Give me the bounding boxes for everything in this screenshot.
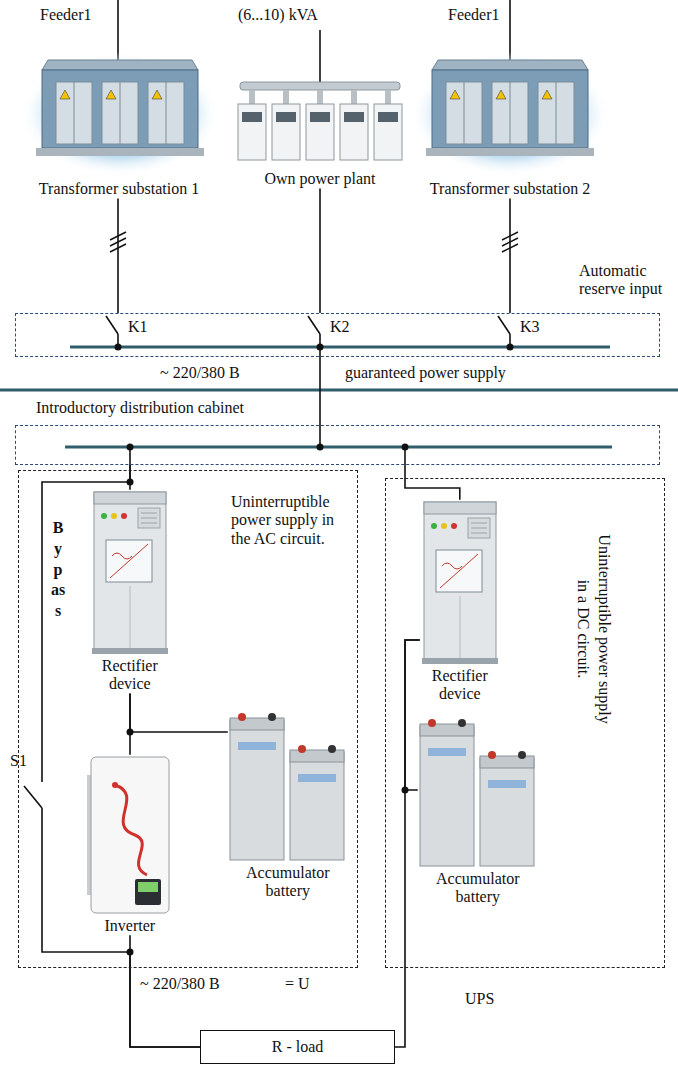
wire-connector [319,188,321,313]
device-caption: Rectifier device [90,657,170,694]
load-box: R - load [200,1030,395,1064]
inverter-picture [87,757,169,913]
device-caption: Accumulator battery [418,870,538,907]
rectifier-picture [422,502,498,664]
box-label: R - load [272,1038,324,1056]
annotation-label: K1 [128,318,148,336]
battery-picture [230,713,344,860]
ups-ac-group: Rectifier deviceAccumulator batteryInver… [18,470,358,968]
switch-symbol [106,316,510,357]
distribution-cabinet: Introductory distribution cabinet [15,425,660,465]
annotation-label: ~ 220/380 B [140,975,220,993]
annotation-label: Feeder1 [448,6,500,24]
wire-connector [319,357,321,425]
device-caption: Rectifier device [420,667,500,704]
wire-connector [405,640,420,790]
annotation-label: guaranteed power supply [345,364,506,382]
wire-connector [130,694,228,732]
power-plant: Own power plant [230,82,410,188]
annotation-label: (6...10) kVA [238,6,318,24]
group-label: Automatic reserve input [579,262,677,299]
substation: Transformer substation 1 [20,30,218,198]
inverter: Inverter [85,755,175,935]
annotation-label: ~ 220/380 B [160,364,240,382]
battery: Accumulator battery [228,712,348,901]
group-label: Introductory distribution cabinet [36,399,244,417]
device-caption: Inverter [85,917,175,935]
power-plant-picture [238,82,402,160]
edge-label: Bypass [50,518,66,622]
battery-picture [420,719,534,866]
annotation-label: Feeder1 [40,6,92,24]
device-caption: Transformer substation 2 [410,180,610,198]
annotation-label: S1 [10,752,27,770]
ups-dc-group: Rectifier deviceAccumulator battery Unint… [385,478,665,968]
battery: Accumulator battery [418,718,538,907]
substation-picture [21,52,219,176]
wire-connector [405,465,460,500]
annotation-label: UPS [465,990,494,1008]
wire-connector [117,198,119,313]
annotation-label: K3 [520,318,540,336]
device-caption: Transformer substation 1 [20,180,218,198]
group-label: Uninterruptible power supply in a DC cir… [572,529,614,729]
group-label: Uninterruptible power supply in the AC c… [231,493,355,548]
device-caption: Own power plant [230,170,410,188]
busbar [0,347,678,447]
substation-picture [411,52,609,176]
wire-connector [395,640,420,1047]
device-caption: Accumulator battery [228,864,348,901]
rectifier-picture [92,492,168,654]
wire-connector [42,465,200,1047]
annotation-label: = U [285,975,310,993]
wire-connector [509,198,511,313]
substation: Transformer substation 2 [410,30,610,198]
rectifier: Rectifier device [420,500,500,704]
rectifier: Rectifier device [90,490,170,694]
annotation-label: K2 [330,318,350,336]
three-phase-ticks [110,232,518,252]
